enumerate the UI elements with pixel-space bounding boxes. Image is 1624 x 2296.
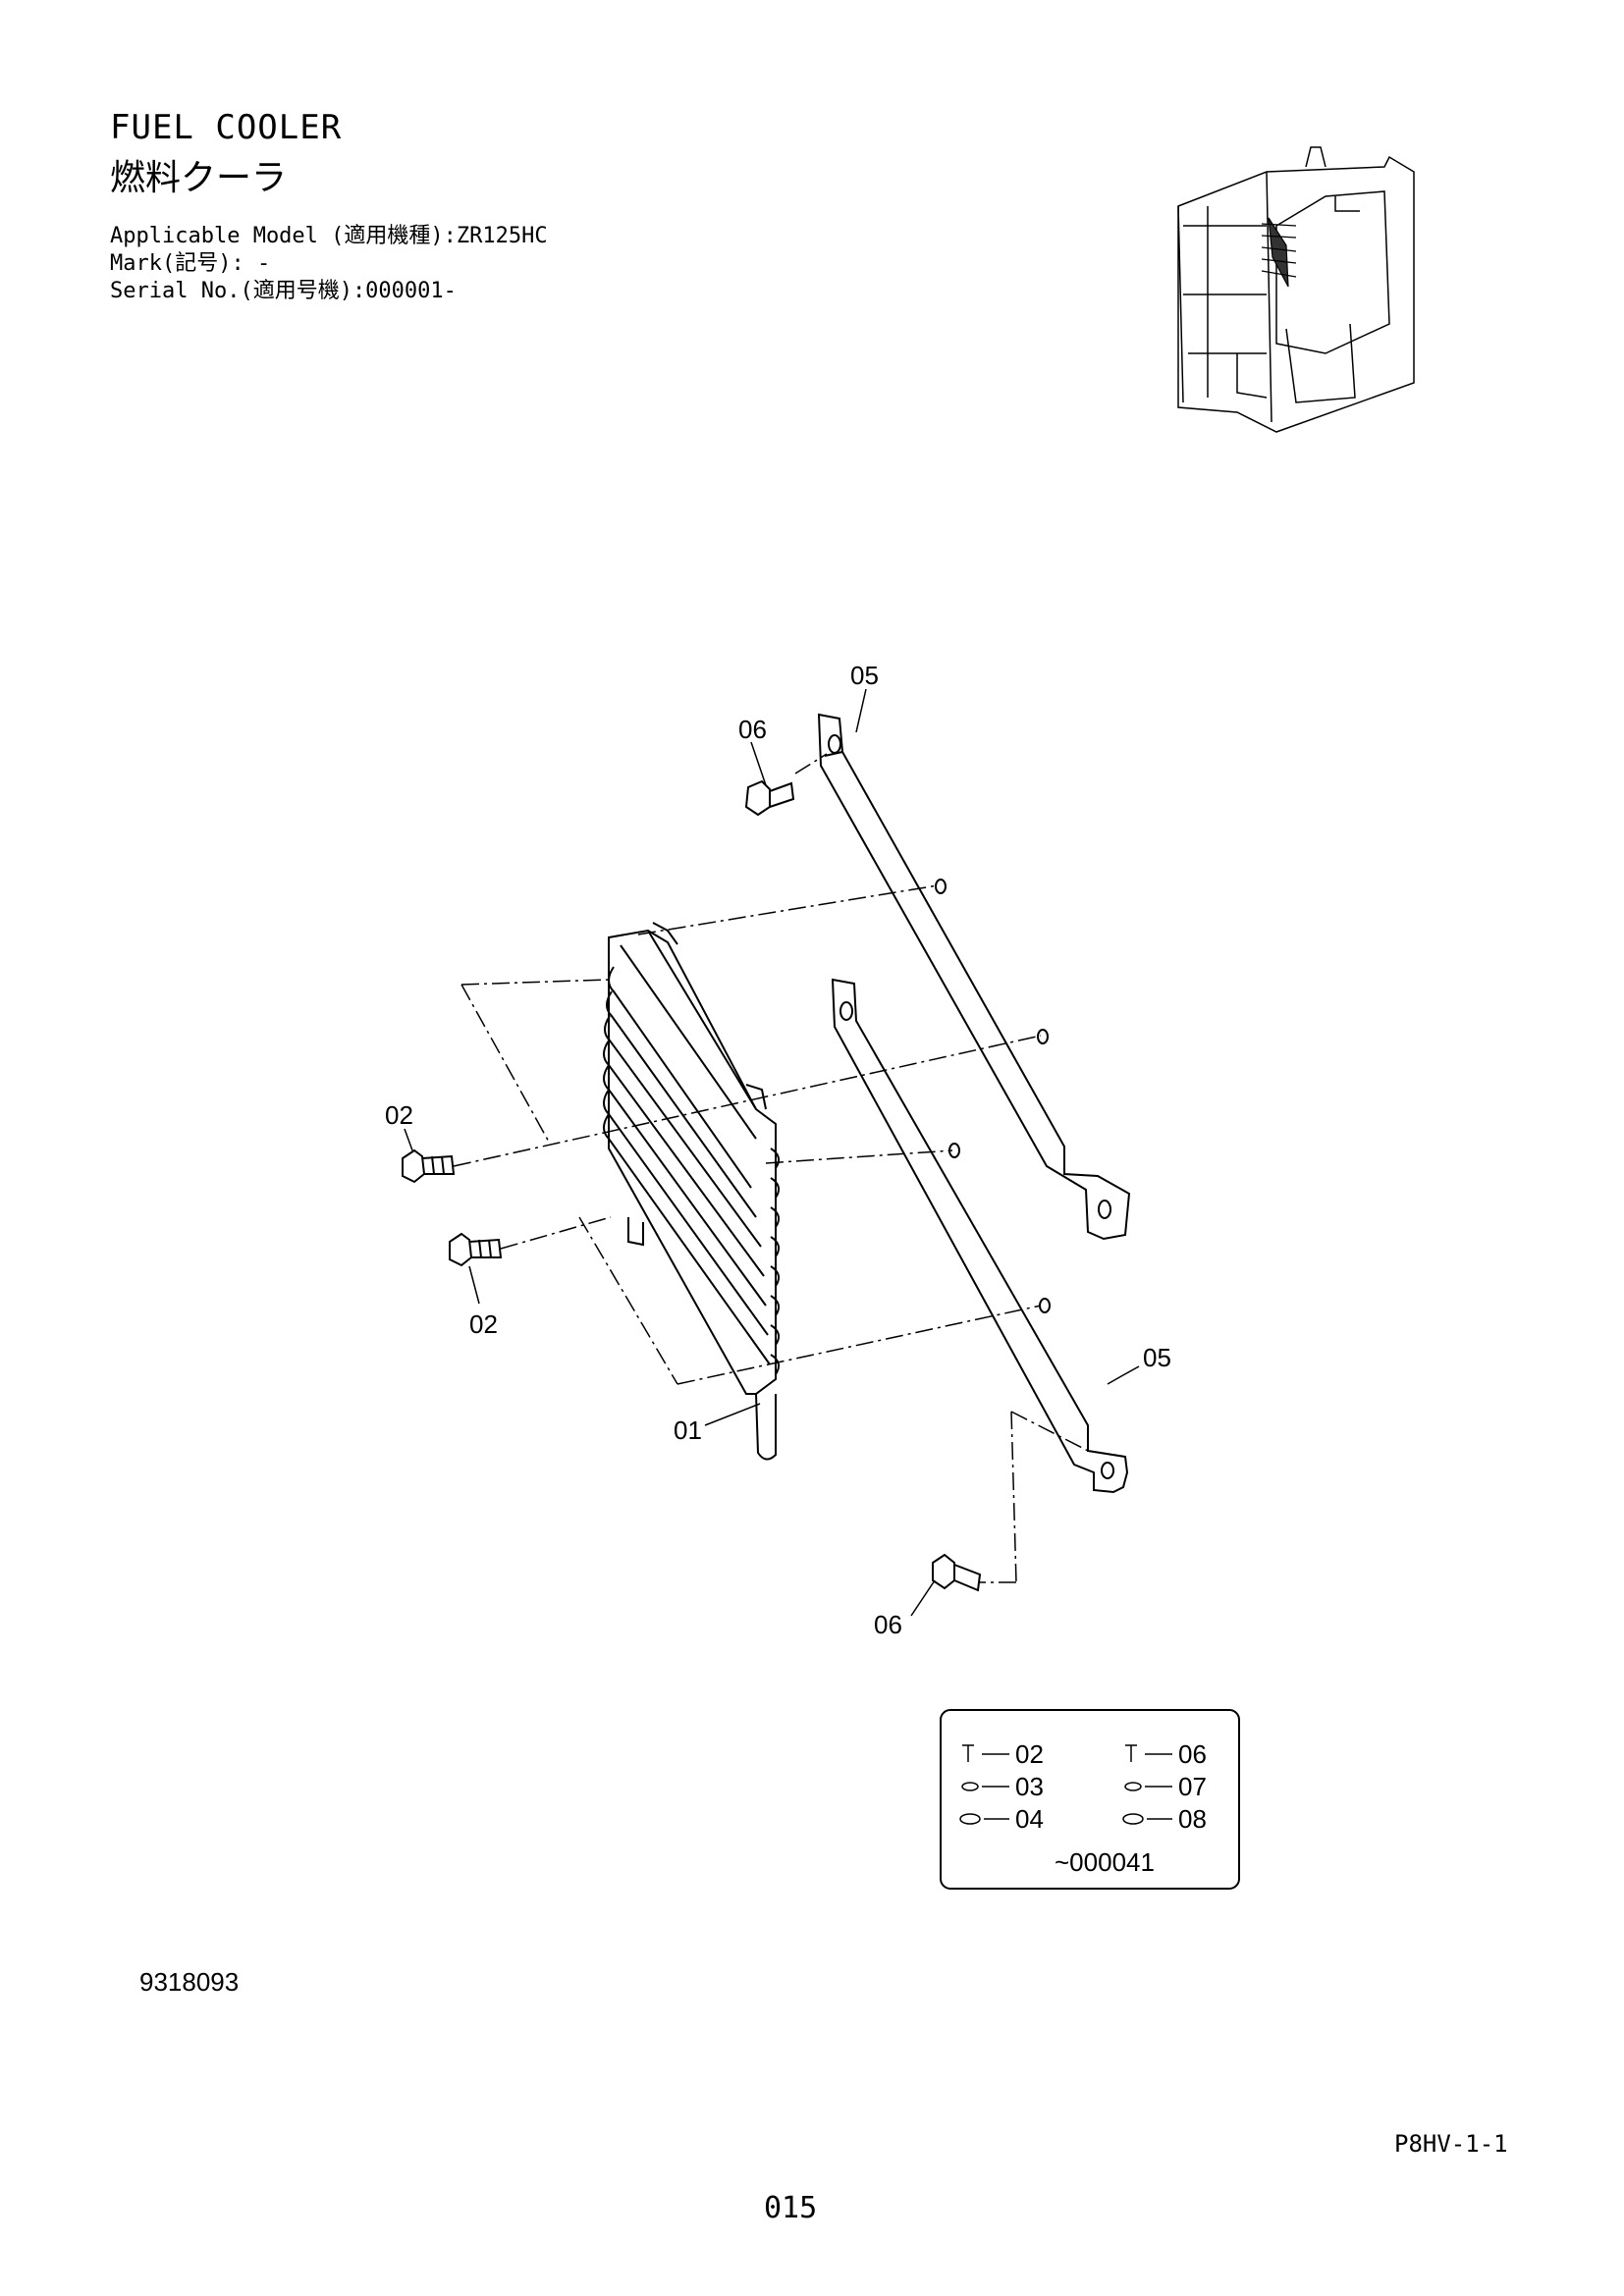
legend-item-02: 02 (1015, 1739, 1044, 1769)
bolt-02-upper (402, 1148, 456, 1184)
legend-box (940, 1709, 1240, 1890)
page-code: P8HV-1-1 (1394, 2130, 1508, 2158)
assembly-lines (453, 753, 1093, 1583)
bracket-lower (831, 978, 1129, 1494)
fuel-cooler-core (603, 922, 781, 1461)
location-thumbnail (1177, 146, 1415, 433)
bolt-06-lower (932, 1553, 982, 1592)
page-title: FUEL COOLER (110, 108, 343, 147)
callout-05-top: 05 (850, 661, 879, 690)
legend-item-04: 04 (1015, 1804, 1044, 1834)
serial-number: Serial No.(適用号機):000001- (110, 279, 457, 303)
callout-06-top: 06 (738, 715, 767, 744)
callout-05-right: 05 (1143, 1343, 1171, 1372)
callout-01: 01 (674, 1415, 702, 1445)
highlighted-cooler-mark (1261, 217, 1297, 288)
bracket-upper (817, 713, 1131, 1241)
document-number: 9318093 (139, 1967, 240, 1997)
legend-symbols (959, 1744, 1172, 1825)
callout-06-bottom: 06 (874, 1610, 902, 1639)
legend-item-08: 08 (1178, 1804, 1207, 1834)
page-number: 015 (764, 2191, 818, 2225)
leader-lines (404, 688, 1140, 1617)
legend-item-03: 03 (1015, 1772, 1044, 1801)
legend-item-07: 07 (1178, 1772, 1207, 1801)
legend-serial-range: ~000041 (1055, 1847, 1155, 1877)
applicable-model: Applicable Model (適用機種):ZR125HC (110, 224, 548, 248)
callout-02-left: 02 (385, 1100, 413, 1130)
page-title-jp: 燃料クーラ (110, 158, 288, 198)
bolt-02-lower (449, 1232, 503, 1267)
mark-label: Mark(記号): - (110, 251, 271, 276)
callout-02-lower: 02 (469, 1309, 498, 1339)
bolt-06-upper (744, 779, 795, 817)
legend-item-06: 06 (1178, 1739, 1207, 1769)
